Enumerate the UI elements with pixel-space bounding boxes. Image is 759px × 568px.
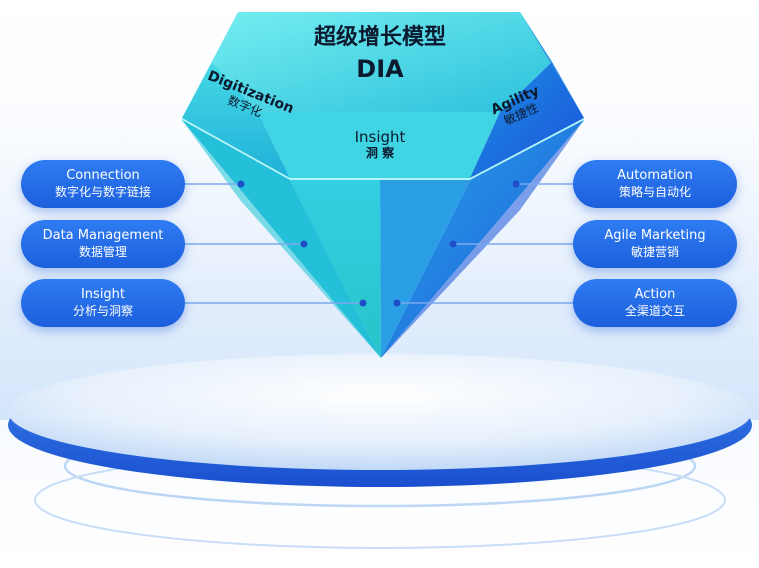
pill-automation-zh: 策略与自动化 <box>618 185 691 199</box>
dot-automation <box>512 180 520 188</box>
pill-connection-zh: 数字化与数字链接 <box>54 185 151 199</box>
pill-insight: Insight 分析与洞察 <box>21 279 185 327</box>
face-insight-en: Insight <box>354 128 406 146</box>
gem-facet-center <box>258 112 500 178</box>
dot-agile-marketing <box>449 240 457 248</box>
dot-insight <box>359 299 367 307</box>
platform-top <box>8 354 752 470</box>
gem-facet-left-top <box>182 12 238 118</box>
pill-insight-zh: 分析与洞察 <box>72 304 133 318</box>
dot-action <box>393 299 401 307</box>
pill-action: Action 全渠道交互 <box>573 279 737 327</box>
pill-action-en: Action <box>634 287 676 302</box>
connector-dots <box>237 180 520 307</box>
gem-pavilion-2 <box>290 180 381 358</box>
pill-agile-marketing: Agile Marketing 敏捷营销 <box>573 220 737 268</box>
gem-pavilion-3 <box>380 180 470 358</box>
face-insight-zh: 洞 察 <box>365 146 395 160</box>
gem-crown-table <box>212 12 552 112</box>
gem-facet-left <box>182 62 290 178</box>
pill-action-zh: 全渠道交互 <box>624 304 685 318</box>
dot-data-management <box>300 240 308 248</box>
pill-connection: Connection 数字化与数字链接 <box>21 160 185 208</box>
title-zh: 超级增长模型 <box>313 25 446 50</box>
pill-agile-marketing-en: Agile Marketing <box>604 228 706 243</box>
dot-connection <box>237 180 245 188</box>
pill-agile-marketing-zh: 敏捷营销 <box>630 245 679 259</box>
title-en: DIA <box>356 55 404 83</box>
pill-data-management-zh: 数据管理 <box>78 245 127 259</box>
pill-automation: Automation 策略与自动化 <box>573 160 737 208</box>
face-insight: Insight 洞 察 <box>330 128 430 161</box>
gem-pavilion-shade-left <box>182 120 381 358</box>
pill-data-management: Data Management 数据管理 <box>21 220 185 268</box>
gem-pavilion-shade-right <box>381 120 584 358</box>
pill-automation-en: Automation <box>617 168 693 183</box>
pill-connection-en: Connection <box>66 168 140 183</box>
gem-facet-right-top <box>520 12 584 118</box>
pill-insight-en: Insight <box>80 287 126 302</box>
connector-lines <box>185 183 573 304</box>
gem-facet-right <box>470 62 584 178</box>
pill-data-management-en: Data Management <box>42 228 164 243</box>
